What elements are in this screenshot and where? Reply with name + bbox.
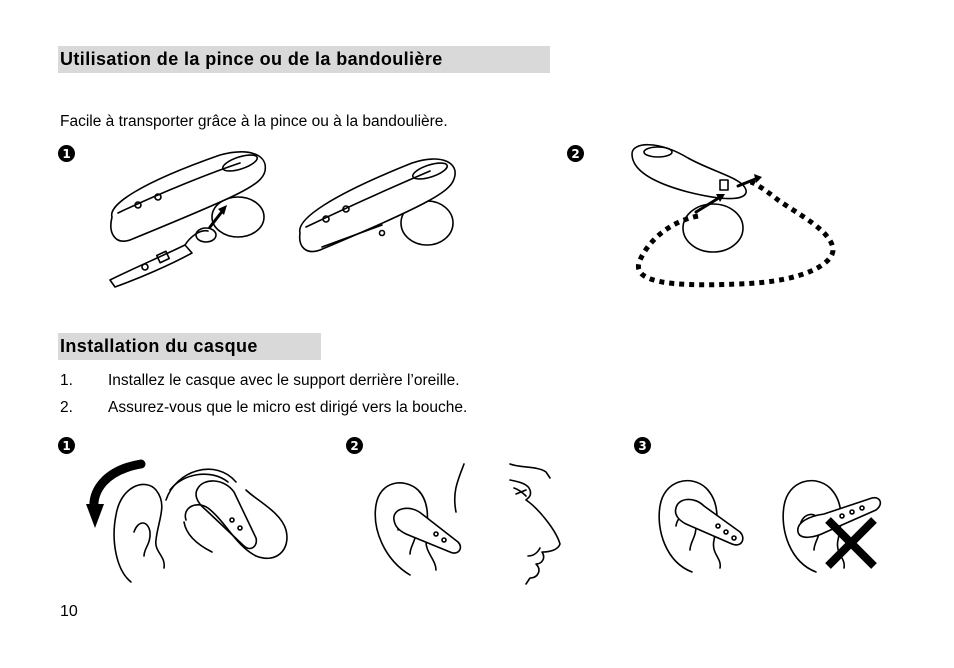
install-hook-illustration [86, 459, 288, 583]
install-correct-illustration [658, 479, 744, 573]
headset-lanyard-illustration [631, 144, 836, 288]
step-badge-2: 2 [567, 145, 584, 162]
intro-text: Facile à transporter grâce à la pince ou… [60, 113, 448, 130]
section-heading-install: Installation du casque [58, 333, 321, 360]
cross-x-icon [825, 517, 877, 569]
step-badge-1: 1 [58, 145, 75, 162]
list-item-text: Assurez-vous que le micro est dirigé ver… [108, 399, 468, 416]
headset-clip-illustration [109, 151, 267, 288]
list-item-text: Installez le casque avec le support derr… [108, 372, 460, 389]
install-step-badge-3: 3 [634, 437, 651, 454]
install-step-badge-2: 2 [346, 437, 363, 454]
install-mic-direction-illustration [374, 463, 561, 585]
install-step-badge-1: 1 [58, 437, 75, 454]
install-wrong-illustration [782, 479, 882, 573]
page-number: 10 [60, 603, 78, 620]
headset-clipped-illustration [298, 158, 456, 253]
section-heading-clip: Utilisation de la pince ou de la bandoul… [58, 46, 550, 73]
list-item-number: 2. [60, 399, 73, 416]
list-item-number: 1. [60, 372, 73, 389]
